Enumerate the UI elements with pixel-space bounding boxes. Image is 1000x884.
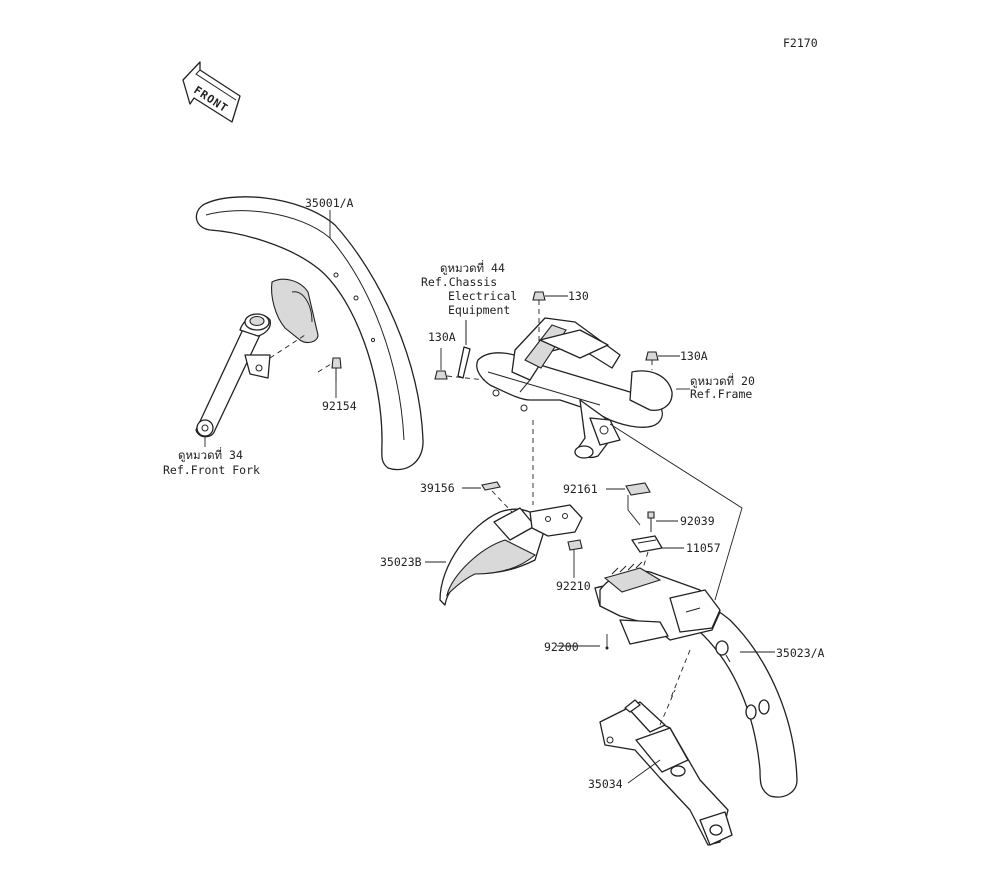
ref-frame-line1: Ref.Frame [690, 387, 752, 401]
stud-pin [457, 320, 471, 379]
ref-chassis-thai: ดูหมวดที่ 44 [440, 260, 505, 275]
label-92210: 92210 [556, 579, 591, 593]
pad-92161 [606, 482, 651, 526]
rear-fender-35023a [594, 561, 798, 798]
bolt-92154 [317, 357, 342, 398]
rear-frame-carrier [476, 317, 673, 459]
bolt-92039 [647, 511, 678, 532]
ref-frame-thai: ดูหมวดที่ 20 [690, 373, 755, 388]
pad-39156 [462, 481, 513, 513]
nut-130a-left [434, 348, 486, 381]
license-bracket-35034 [599, 689, 733, 846]
label-35023b: 35023B [380, 555, 422, 569]
nut-130a-right [645, 351, 680, 370]
inner-fender-35023b [439, 420, 583, 606]
ref-chassis-line3: Equipment [448, 303, 510, 317]
label-11057: 11057 [686, 541, 721, 555]
nut-130 [532, 291, 568, 345]
front-fender [195, 196, 424, 471]
label-130a-left: 130A [428, 330, 456, 344]
clip-92210 [567, 539, 583, 578]
label-92039: 92039 [680, 514, 715, 528]
label-92161: 92161 [563, 482, 598, 496]
label-92200: 92200 [544, 640, 579, 654]
label-35034: 35034 [588, 777, 623, 791]
label-35001a: 35001/A [305, 196, 354, 210]
label-130: 130 [568, 289, 589, 303]
front-direction-arrow-icon: FRONT [182, 61, 241, 123]
label-35023a: 35023/A [776, 646, 825, 660]
figure-code: F2170 [783, 36, 818, 50]
ref-front-fork-line1: Ref.Front Fork [163, 463, 260, 477]
marker-92200 [605, 634, 609, 650]
label-39156: 39156 [420, 481, 455, 495]
ref-front-fork-thai: ดูหมวดที่ 34 [178, 447, 243, 462]
ref-chassis-line2: Electrical [448, 289, 517, 303]
front-fork-leg [195, 313, 306, 447]
frame-to-fender-leader [609, 423, 743, 601]
label-130a-right: 130A [680, 349, 708, 363]
label-92154: 92154 [322, 399, 357, 413]
ref-chassis-line1: Ref.Chassis [421, 275, 497, 289]
leader-35034 [627, 759, 661, 784]
bracket-11057 [631, 535, 684, 579]
